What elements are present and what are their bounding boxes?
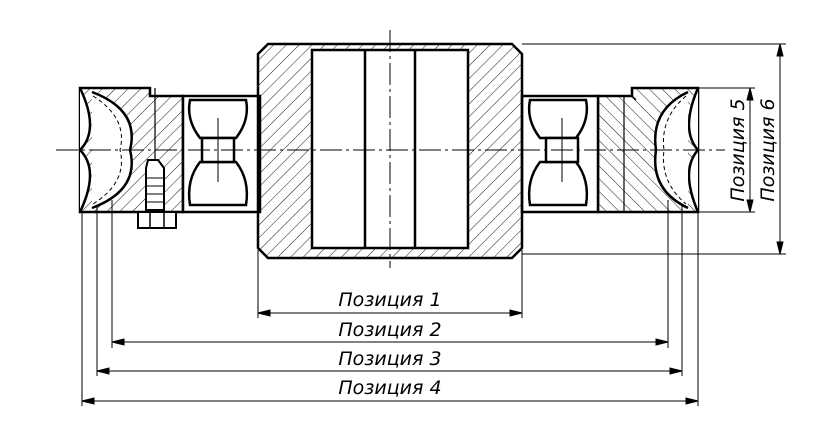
dimension-label-pos6: Позиция 6 (757, 98, 779, 201)
bearing-right (520, 94, 600, 214)
center-lines (56, 30, 725, 268)
extension-lines (81, 43, 786, 406)
dimension-label-pos2: Позиция 2 (338, 319, 441, 341)
dimension-lines (81, 43, 784, 405)
dimension-label-pos4: Позиция 4 (338, 377, 441, 399)
bolt (137, 140, 177, 229)
dimension-label-pos3: Позиция 3 (338, 348, 441, 370)
dimension-label-pos1: Позиция 1 (338, 289, 441, 311)
dimension-label-pos5: Позиция 5 (727, 98, 749, 201)
bearing-left (181, 94, 262, 214)
